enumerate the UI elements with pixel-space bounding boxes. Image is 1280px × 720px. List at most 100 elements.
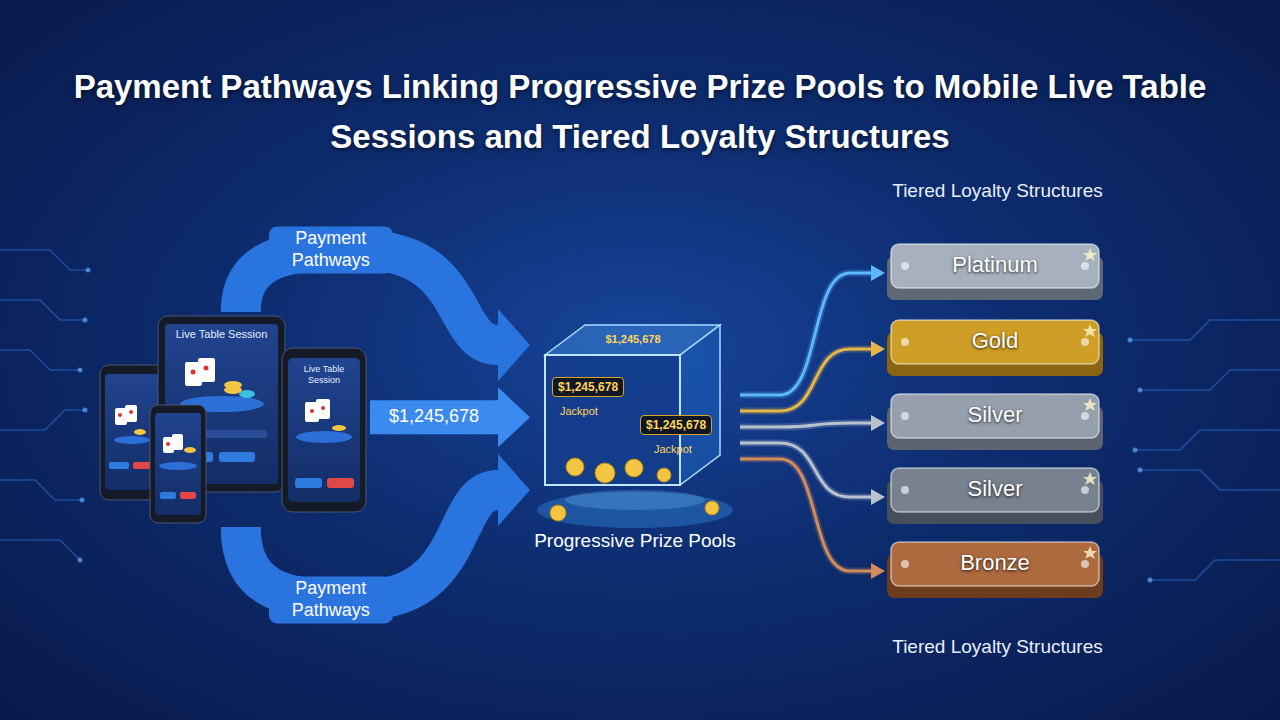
flow-line <box>740 273 871 395</box>
decor-polygon <box>1083 398 1097 411</box>
decor-ellipse <box>224 381 242 389</box>
decor-circle <box>901 412 909 420</box>
tier-plate: Platinum <box>885 242 1105 304</box>
connector <box>740 459 885 579</box>
decor-rect <box>180 492 196 499</box>
decor-ellipse <box>159 462 197 470</box>
prize-pool-cube: $1,245,678$1,245,678$1,245,678JackpotJac… <box>530 315 740 590</box>
decor-circle <box>1081 486 1089 494</box>
decor-rect <box>172 434 183 450</box>
decor-circle <box>901 338 909 346</box>
jackpot-amount: $1,245,678 <box>640 415 712 435</box>
arrow-head <box>871 489 885 505</box>
decor-polygon <box>1083 248 1097 261</box>
decor-path <box>1130 320 1280 340</box>
flow-glow <box>740 423 871 427</box>
connector <box>370 387 530 447</box>
decor-circle <box>129 410 133 414</box>
decor-circle <box>1081 412 1089 420</box>
tier-name: Platinum <box>885 250 1105 280</box>
decor-circle <box>191 370 196 375</box>
decor-circle <box>1133 448 1138 453</box>
decor-circle <box>321 406 325 410</box>
decor-circle <box>1081 338 1089 346</box>
decor-ellipse <box>296 431 352 443</box>
decor-polygon <box>680 325 720 485</box>
pool-heading: Progressive Prize Pools <box>530 530 740 553</box>
section-label: Tiered Loyalty Structures <box>880 180 1115 203</box>
decor-ellipse <box>184 447 196 453</box>
tier-name: Bronze <box>885 548 1105 578</box>
decor-circle <box>80 498 85 503</box>
decor-circle <box>83 318 88 323</box>
decor-polygon <box>1083 546 1097 559</box>
decor-ellipse <box>565 490 705 510</box>
jackpot-tag: Jackpot <box>560 405 598 418</box>
flow-glow <box>740 459 871 571</box>
decor-path <box>0 250 88 270</box>
tier-name: Gold <box>885 326 1105 356</box>
decor-circle <box>901 560 909 568</box>
decor-rect <box>125 405 137 422</box>
decor-circle <box>705 501 719 515</box>
screen-title: Live Table Session <box>167 328 276 341</box>
decor-circle <box>625 459 643 477</box>
arrow-head <box>498 454 530 526</box>
decor-rect <box>219 452 255 462</box>
decor-ellipse <box>134 429 146 435</box>
connector <box>740 265 885 395</box>
tier-plate: Bronze <box>885 540 1105 602</box>
edge-label: Payment Pathways <box>269 576 393 623</box>
circuit-lines <box>0 250 1280 580</box>
decor-rect <box>316 399 330 419</box>
decor-circle <box>204 366 209 371</box>
section-label: Tiered Loyalty Structures <box>880 636 1115 659</box>
decor-path <box>0 300 85 320</box>
arrow-head <box>498 309 530 381</box>
decor-rect <box>198 358 215 382</box>
tier-name: Silver <box>885 474 1105 504</box>
arrow-head <box>871 265 885 281</box>
decor-circle <box>166 442 170 446</box>
device-cluster: Live Table SessionLive Table Session <box>95 312 370 527</box>
decor-circle <box>118 413 122 417</box>
decor-path <box>1150 560 1280 580</box>
diagram-title: Payment Pathways Linking Progressive Pri… <box>40 62 1240 161</box>
decor-rect <box>158 316 285 492</box>
decor-path <box>0 480 82 500</box>
decor-path <box>0 410 85 430</box>
decor-polygon <box>1083 472 1097 485</box>
jackpot-amount: $1,245,678 <box>552 377 624 397</box>
flow-line <box>740 423 871 427</box>
flow-glow <box>740 349 871 411</box>
decor-path <box>1140 470 1280 490</box>
decor-circle <box>901 486 909 494</box>
decor-circle <box>1128 338 1133 343</box>
decor-rect <box>295 478 322 488</box>
decor-circle <box>1138 388 1143 393</box>
edge-label: Payment Pathways <box>269 226 393 273</box>
decor-circle <box>78 368 83 373</box>
decor-circle <box>566 458 584 476</box>
decor-circle <box>595 463 615 483</box>
decor-circle <box>86 268 91 273</box>
flow-line <box>740 349 871 411</box>
jackpot-tag: Jackpot <box>654 443 692 456</box>
decor-rect <box>150 405 206 523</box>
edge-label: $1,245,678 <box>383 405 485 431</box>
decor-path <box>0 540 80 560</box>
flow-line <box>740 459 871 571</box>
flow-glow <box>740 273 871 395</box>
decor-circle <box>657 468 671 482</box>
decor-rect <box>282 348 366 512</box>
decor-circle <box>1081 262 1089 270</box>
decor-rect <box>327 478 354 488</box>
arrow-head <box>871 341 885 357</box>
decor-circle <box>901 262 909 270</box>
tier-plate: Gold <box>885 318 1105 380</box>
decor-polygon <box>1083 324 1097 337</box>
jackpot-amount: $1,245,678 <box>590 333 676 346</box>
decor-path <box>1140 370 1280 390</box>
decor-rect <box>155 413 201 515</box>
